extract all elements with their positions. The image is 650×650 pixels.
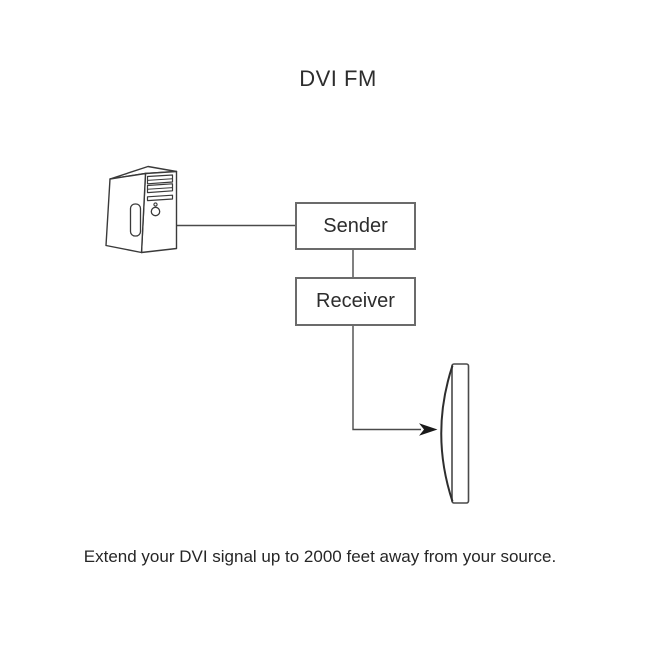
sender-node: Sender xyxy=(295,202,416,250)
diagram-title: DVI FM xyxy=(299,66,377,91)
diagram-caption: Extend your DVI signal up to 2000 feet a… xyxy=(83,547,557,566)
computer-tower-icon xyxy=(105,165,178,254)
connector-receiver-to-display xyxy=(352,326,421,431)
sender-node-label: Sender xyxy=(323,214,388,237)
receiver-node-label: Receiver xyxy=(316,290,395,312)
receiver-node: Receiver xyxy=(295,277,416,326)
projection-screen-icon xyxy=(440,363,470,504)
arrowhead-icon xyxy=(419,423,438,436)
